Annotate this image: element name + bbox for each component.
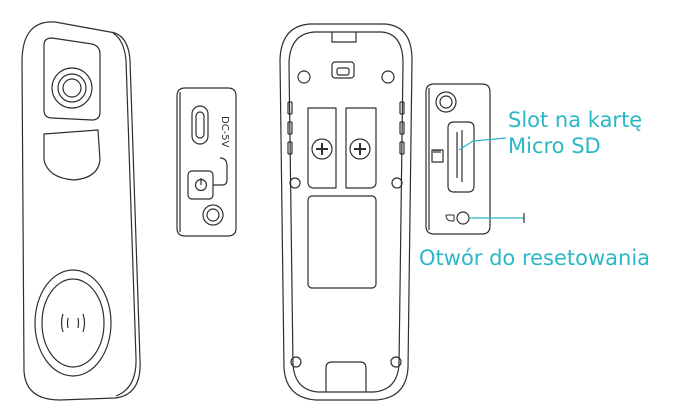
- doorbell-back-view: [279, 23, 413, 401]
- mounting-screw-hole: [435, 91, 457, 113]
- reset-icon: [445, 214, 455, 222]
- sd-slot-callout: Slot na kartę Micro SD: [508, 107, 642, 159]
- sd-card-icon: [431, 149, 444, 163]
- sd-card-plate: [425, 83, 491, 235]
- power-port-plate: [176, 87, 237, 237]
- motion-sensor-window: [43, 129, 101, 181]
- callout-lines: [458, 137, 525, 223]
- call-button: [34, 269, 112, 377]
- screw-icon-left: [316, 143, 328, 155]
- camera-lens-icon: [51, 67, 93, 109]
- reset-hole-callout: Otwór do resetowania: [419, 246, 651, 270]
- port-label: DC-5V: [219, 116, 230, 148]
- doorbell-front-view: [21, 21, 141, 401]
- dc-port: [191, 105, 209, 145]
- mounting-screw-hole: [202, 204, 224, 226]
- sd-slot-callout-line1: Slot na kartę: [508, 108, 643, 132]
- screw-icon-right: [354, 143, 366, 155]
- reset-hole: [456, 211, 470, 225]
- sd-slot-callout-line2: Micro SD: [508, 134, 601, 158]
- sd-card-slot: [447, 121, 475, 193]
